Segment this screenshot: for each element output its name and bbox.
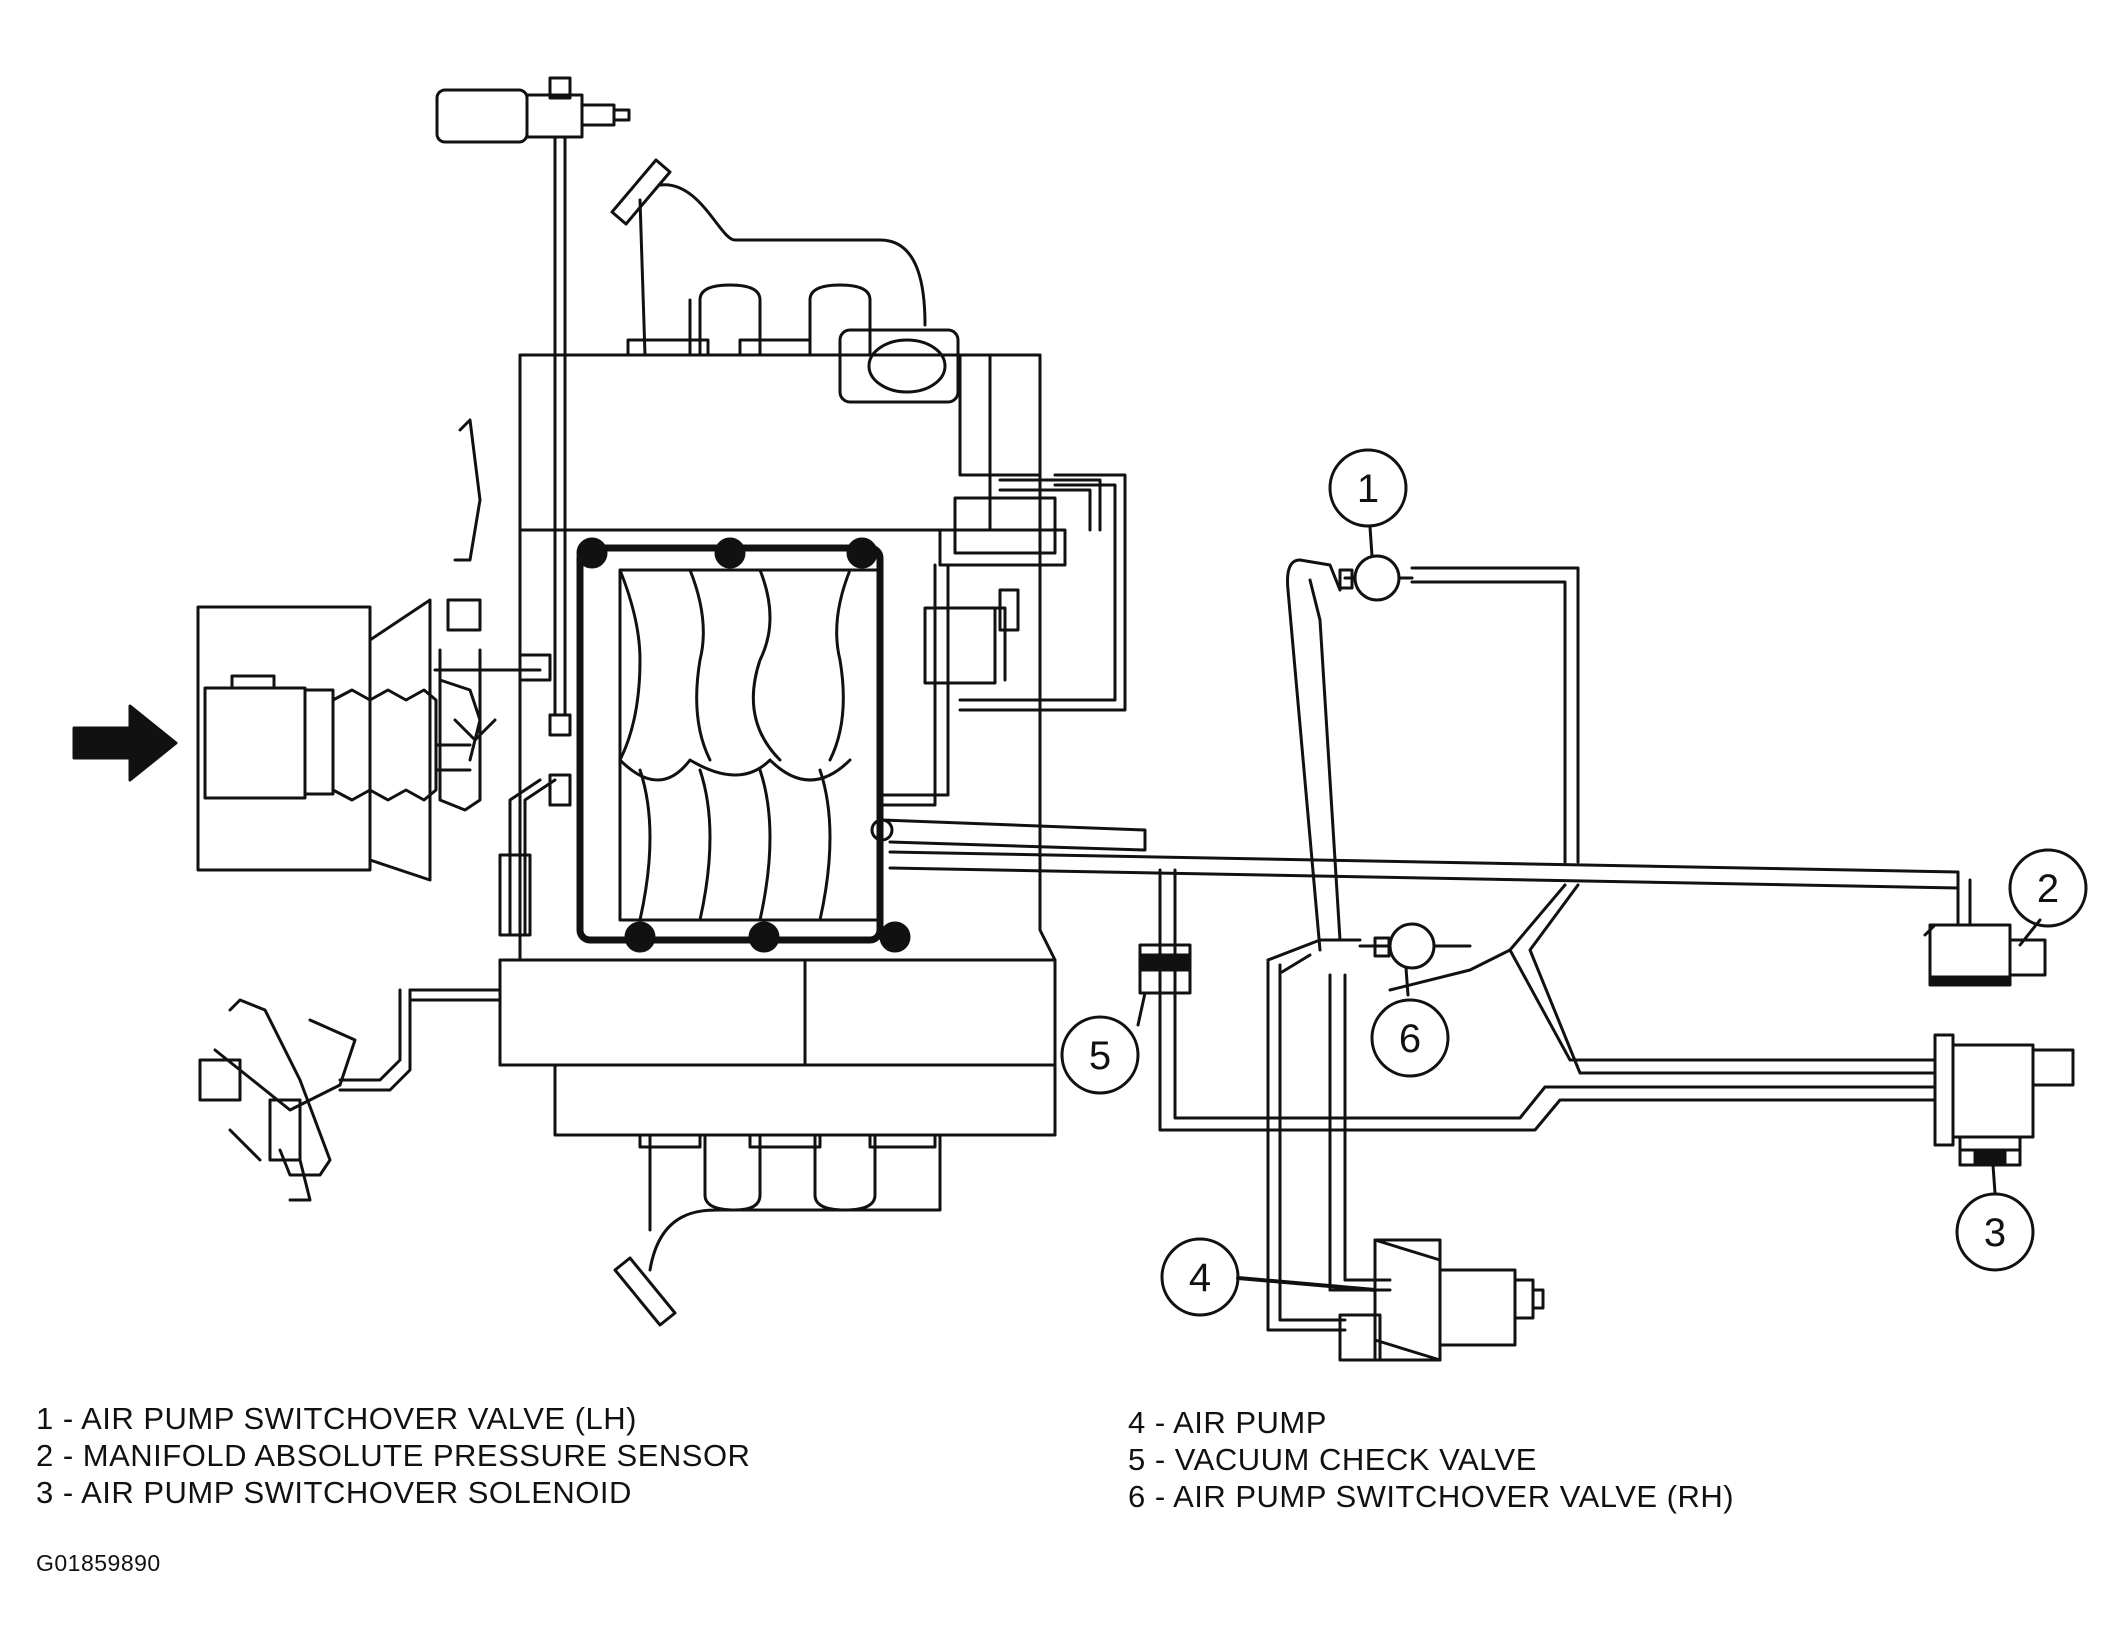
callout-3: 3 xyxy=(1955,1192,2035,1272)
callout-4: 4 xyxy=(1160,1237,1240,1317)
exhaust-manifold-bottom xyxy=(613,1133,942,1327)
callout-2-label: 2 xyxy=(2037,867,2059,911)
callout-5-label: 5 xyxy=(1089,1034,1111,1078)
exhaust-manifold-top xyxy=(610,158,960,404)
valve-6-rh xyxy=(1358,922,1472,970)
map-sensor xyxy=(1923,923,2047,987)
air-intake-duct xyxy=(196,418,497,882)
callout-6: 6 xyxy=(1370,998,1450,1078)
intake-manifold xyxy=(576,537,911,953)
vacuum-lines xyxy=(870,566,1972,1332)
legend-item: 6 - AIR PUMP SWITCHOVER VALVE (RH) xyxy=(1128,1479,1735,1514)
switchover-solenoid xyxy=(1933,1033,2075,1167)
callout-3-label: 3 xyxy=(1984,1211,2006,1255)
top-solenoid xyxy=(433,76,631,737)
valve-1-lh xyxy=(1286,554,1414,952)
legend-left: 1 - AIR PUMP SWITCHOVER VALVE (LH) 2 - M… xyxy=(36,1400,750,1511)
callout-1: 1 xyxy=(1328,448,1408,528)
legend-item: 4 - AIR PUMP xyxy=(1128,1405,1327,1440)
vacuum-check-valve xyxy=(1138,943,1192,995)
callout-leaders xyxy=(1136,525,2042,1292)
callout-1-label: 1 xyxy=(1357,467,1379,511)
legend-item: 5 - VACUUM CHECK VALVE xyxy=(1128,1442,1537,1477)
engine-control-unit xyxy=(878,473,1127,807)
airflow-arrow-icon xyxy=(72,704,178,782)
callout-4-label: 4 xyxy=(1189,1256,1211,1300)
legend-item: 3 - AIR PUMP SWITCHOVER SOLENOID xyxy=(36,1475,632,1510)
legend-right: 4 - AIR PUMP 5 - VACUUM CHECK VALVE 6 - … xyxy=(1128,1404,1734,1515)
callout-2: 2 xyxy=(2008,848,2088,928)
figure-code: G01859890 xyxy=(36,1550,161,1576)
egr-fitting xyxy=(198,773,572,1202)
callout-5: 5 xyxy=(1060,1015,1140,1095)
air-pump xyxy=(1338,1238,1545,1362)
callout-6-label: 6 xyxy=(1399,1017,1421,1061)
legend-item: 1 - AIR PUMP SWITCHOVER VALVE (LH) xyxy=(36,1401,637,1436)
legend-item: 2 - MANIFOLD ABSOLUTE PRESSURE SENSOR xyxy=(36,1438,751,1473)
